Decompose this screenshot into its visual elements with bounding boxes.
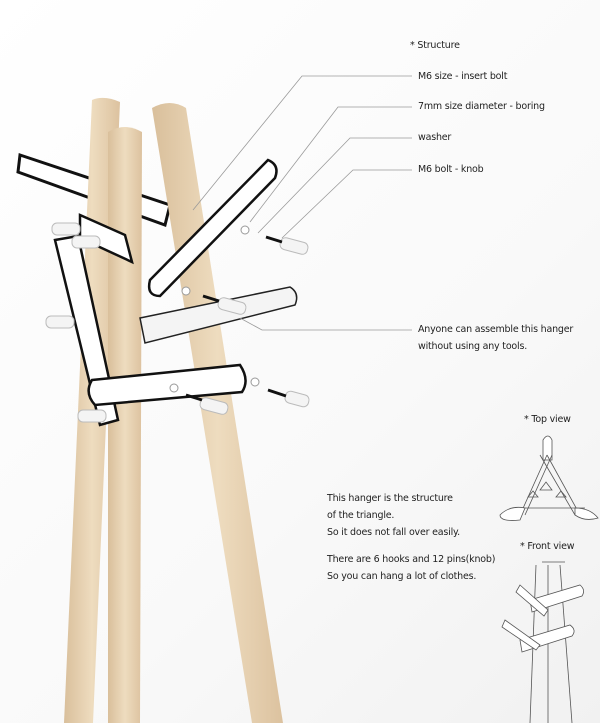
label-washer: washer	[418, 132, 452, 143]
hook-lower	[87, 363, 247, 407]
description-line: So it does not fall over easily.	[327, 527, 460, 538]
description-line: There are 6 hooks and 12 pins(knob)	[327, 554, 496, 565]
description-line: So you can hang a lot of clothes.	[327, 571, 477, 582]
description-line: of the triangle.	[327, 510, 395, 521]
hook-upper-right	[147, 158, 278, 298]
assembly-note-line: Anyone can assemble this hanger	[418, 324, 574, 335]
leader-lines	[192, 75, 412, 331]
description: This hanger is the structure of the tria…	[327, 490, 495, 585]
structure-title: * Structure	[410, 40, 460, 51]
front-view-diagram	[501, 561, 584, 723]
wooden-leg-middle	[108, 127, 142, 723]
label-insert-bolt: M6 size - insert bolt	[418, 71, 508, 82]
washers	[169, 225, 260, 393]
top-view-diagram	[499, 435, 599, 521]
bolts	[185, 235, 287, 402]
assembly-note: Anyone can assemble this hanger without …	[418, 321, 573, 355]
hook-middle-right	[139, 286, 298, 344]
assembly-note-line: without using any tools.	[418, 341, 528, 352]
label-boring: 7mm size diameter - boring	[418, 101, 545, 112]
description-line: This hanger is the structure	[327, 493, 453, 504]
label-knob: M6 bolt - knob	[418, 164, 484, 175]
front-view-label: * Front view	[520, 541, 575, 552]
top-view-label: * Top view	[524, 414, 571, 425]
